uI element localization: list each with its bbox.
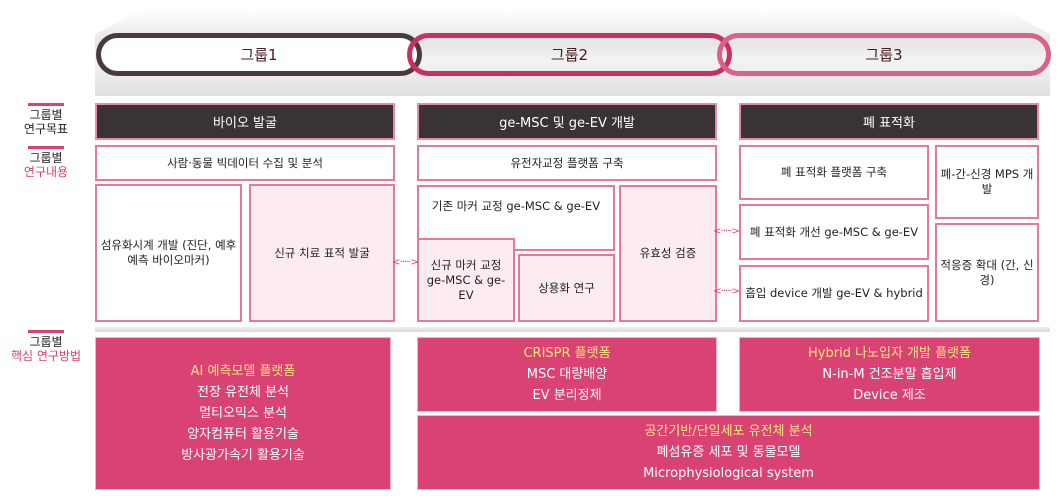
group1-pill: 그룹1	[96, 33, 422, 76]
group3-pill: 그룹3	[717, 33, 1051, 76]
group2-label: 그룹2	[550, 46, 589, 64]
bidirectional-arrow-icon: <·····>	[392, 257, 419, 268]
goal-g3: 폐 표적화	[739, 103, 1039, 140]
g3-e: 적응증 확대 (간, 신경)	[935, 223, 1039, 322]
group2-pill: 그룹2	[407, 33, 732, 76]
divider	[95, 327, 1050, 332]
goal-g2: ge-MSC 및 ge-EV 개발	[417, 103, 717, 140]
group1-label: 그룹1	[240, 46, 278, 64]
g1-a: 섬유화시계 개발 (진단, 예후 예측 바이오마커)	[95, 184, 242, 322]
g1-b: 신규 치료 표적 발굴	[249, 184, 395, 322]
goal-g1: 바이오 발굴	[95, 103, 395, 140]
g3-d: 흡입 device 개발 ge-EV & hybrid	[739, 265, 929, 322]
bidirectional-arrow-icon: <·····>	[713, 286, 740, 297]
g1-top: 사람·동물 빅데이터 수집 및 분석	[95, 145, 395, 181]
g2-top: 유전자교정 플랫폼 구축	[417, 145, 717, 181]
bidirectional-arrow-icon: <·····>	[713, 226, 740, 237]
g2-d: 유효성 검증	[619, 185, 717, 322]
g3-a: 폐 표적화 플랫폼 구축	[739, 145, 929, 200]
g2-c: 상용화 연구	[518, 254, 615, 322]
g2-b: 신규 마커 교정 ge-MSC & ge-EV	[417, 238, 515, 322]
g3-b: 폐-간-신경 MPS 개발	[935, 145, 1039, 219]
group3-label: 그룹3	[865, 46, 903, 64]
g3-c: 폐 표적화 개선 ge-MSC & ge-EV	[739, 204, 929, 260]
